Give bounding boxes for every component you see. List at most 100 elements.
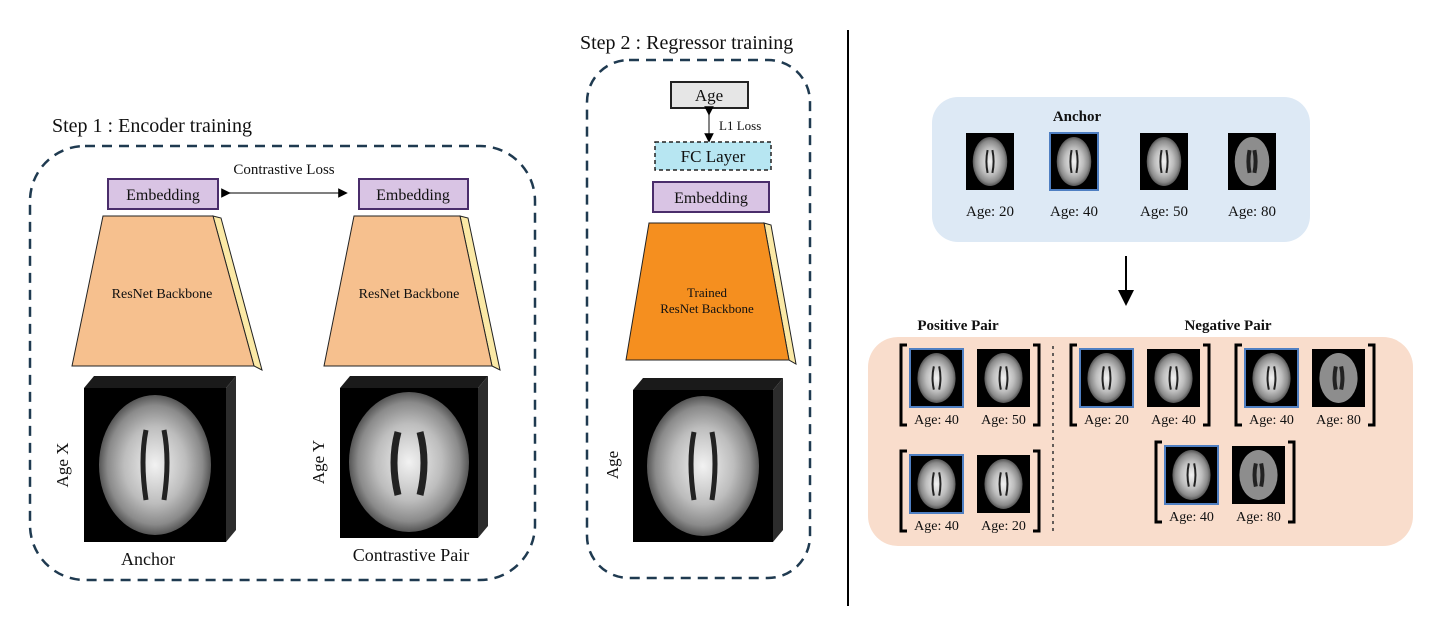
brain-slice-image bbox=[647, 396, 759, 536]
anchor-item: Age: 80 bbox=[1228, 133, 1276, 220]
left-bracket bbox=[1154, 440, 1162, 524]
brain-thumbnail-image bbox=[972, 136, 1008, 187]
anchor-item: Age: 50 bbox=[1140, 133, 1188, 220]
thumbnail-ventricles bbox=[998, 472, 1009, 496]
brain-thumbnail-image bbox=[1234, 136, 1270, 187]
anchor-panel: Anchor Age: 20 Age: 40 Age: 50 Age: 80 bbox=[932, 97, 1310, 242]
mri-thumbnail bbox=[977, 455, 1030, 513]
embedding-label: Embedding bbox=[376, 187, 450, 204]
step1-right-branch: Embedding ResNet Backbone Age Y Contrast… bbox=[309, 178, 501, 565]
mri-thumbnail bbox=[1312, 349, 1365, 407]
positive-pair-title: Positive Pair bbox=[917, 318, 999, 334]
anchor-item: Age: 20 bbox=[966, 133, 1014, 220]
trained-backbone-label: ResNet Backbone bbox=[660, 301, 754, 316]
embedding-label: Embedding bbox=[674, 190, 748, 207]
anchor-thumbnails: Age: 20 Age: 40 Age: 50 Age: 80 bbox=[966, 132, 1276, 220]
embedding-box bbox=[107, 178, 219, 210]
brain-thumbnail-image bbox=[917, 353, 956, 403]
brain-thumbnail-image bbox=[1172, 450, 1211, 500]
age-y-label: Age Y bbox=[309, 440, 328, 484]
left-bracket bbox=[1069, 343, 1077, 427]
anchor-panel-title: Anchor bbox=[1053, 109, 1102, 125]
step1-section: Step 1 : Encoder training Contrastive Lo… bbox=[28, 115, 537, 582]
mri-thumbnail bbox=[1228, 133, 1276, 190]
brain-ventricles bbox=[140, 429, 170, 501]
resnet-backbone bbox=[323, 215, 493, 367]
brain-thumbnail-image bbox=[984, 459, 1023, 509]
mri-volume bbox=[340, 376, 488, 538]
step1-dashed-frame bbox=[28, 144, 537, 582]
contrastive-pair-caption: Contrastive Pair bbox=[353, 545, 469, 565]
trained-label: Trained bbox=[687, 285, 727, 300]
age-label: Age: 20 bbox=[1084, 413, 1129, 428]
age-label: Age bbox=[603, 451, 622, 479]
thumbnail-ventricles bbox=[1266, 366, 1277, 390]
step2-dashed-frame bbox=[585, 58, 812, 580]
anchor-caption: Anchor bbox=[121, 549, 175, 569]
brain-thumbnail-image bbox=[1146, 136, 1182, 187]
negative-pair-title: Negative Pair bbox=[1184, 318, 1271, 334]
age-output-label: Age bbox=[695, 86, 723, 105]
thumbnail-ventricles bbox=[1101, 366, 1112, 390]
age-label: Age: 40 bbox=[914, 519, 959, 534]
age-label: Age: 50 bbox=[981, 413, 1026, 428]
embedding-box bbox=[358, 178, 469, 210]
mri-thumbnail bbox=[1244, 348, 1299, 408]
right-bracket bbox=[1033, 343, 1041, 427]
age-label: Age: 20 bbox=[981, 519, 1026, 534]
trained-resnet-backbone bbox=[625, 222, 790, 361]
mri-thumbnail bbox=[966, 133, 1014, 190]
negative-pair-group: Age: 20 Age: 40 bbox=[1069, 343, 1211, 428]
mri-thumbnail bbox=[909, 348, 964, 408]
thumbnail-ventricles bbox=[1332, 365, 1345, 391]
embedding-label: Embedding bbox=[126, 187, 200, 204]
age-label: Age: 50 bbox=[1140, 204, 1188, 220]
thumbnail-ventricles bbox=[985, 149, 995, 174]
fc-layer-label: FC Layer bbox=[681, 147, 746, 166]
volume-top bbox=[84, 376, 236, 388]
step2-title: Step 2 : Regressor training bbox=[580, 32, 793, 54]
mri-thumbnail bbox=[1164, 445, 1219, 505]
mri-thumbnail bbox=[909, 454, 964, 514]
backbone-label: ResNet Backbone bbox=[359, 287, 460, 302]
brain-thumbnail-image bbox=[984, 353, 1023, 403]
mri-thumbnail bbox=[1049, 132, 1099, 191]
age-label: Age: 40 bbox=[1249, 413, 1294, 428]
age-label: Age: 40 bbox=[914, 413, 959, 428]
age-label: Age: 40 bbox=[1151, 413, 1196, 428]
resnet-backbone bbox=[71, 215, 255, 367]
volume-side bbox=[478, 376, 488, 538]
volume-top bbox=[340, 376, 488, 388]
mri-volume bbox=[633, 378, 783, 542]
brain-slice-image bbox=[349, 392, 469, 532]
right-bracket bbox=[1033, 449, 1041, 533]
age-label: Age: 80 bbox=[1228, 204, 1276, 220]
anchor-panel-bg bbox=[932, 97, 1310, 242]
left-bracket bbox=[899, 449, 907, 533]
age-label: Age: 40 bbox=[1169, 510, 1214, 525]
fc-layer-box bbox=[654, 141, 772, 171]
step1-title: Step 1 : Encoder training bbox=[52, 115, 252, 137]
brain-slice-image bbox=[99, 395, 211, 535]
mri-thumbnail bbox=[1079, 348, 1134, 408]
brain-thumbnail-image bbox=[1056, 136, 1092, 187]
mri-volume bbox=[84, 376, 236, 542]
brain-thumbnail-image bbox=[1252, 353, 1291, 403]
positive-pair-group: Age: 40 Age: 20 bbox=[899, 449, 1041, 534]
mri-thumbnail bbox=[1140, 133, 1188, 190]
brain-thumbnail-image bbox=[1154, 353, 1193, 403]
mri-thumbnail bbox=[977, 349, 1030, 407]
brain-thumbnail-image bbox=[1319, 353, 1358, 403]
age-x-label: Age X bbox=[53, 443, 72, 488]
age-label: Age: 20 bbox=[966, 204, 1014, 220]
right-bracket bbox=[1203, 343, 1211, 427]
step2-section: Step 2 : Regressor training Age L1 Loss … bbox=[580, 32, 812, 580]
brain-ventricles bbox=[390, 431, 428, 496]
contrastive-loss-label: Contrastive Loss bbox=[233, 162, 334, 178]
age-label: Age: 40 bbox=[1050, 204, 1098, 220]
brain-thumbnail-image bbox=[1087, 353, 1126, 403]
